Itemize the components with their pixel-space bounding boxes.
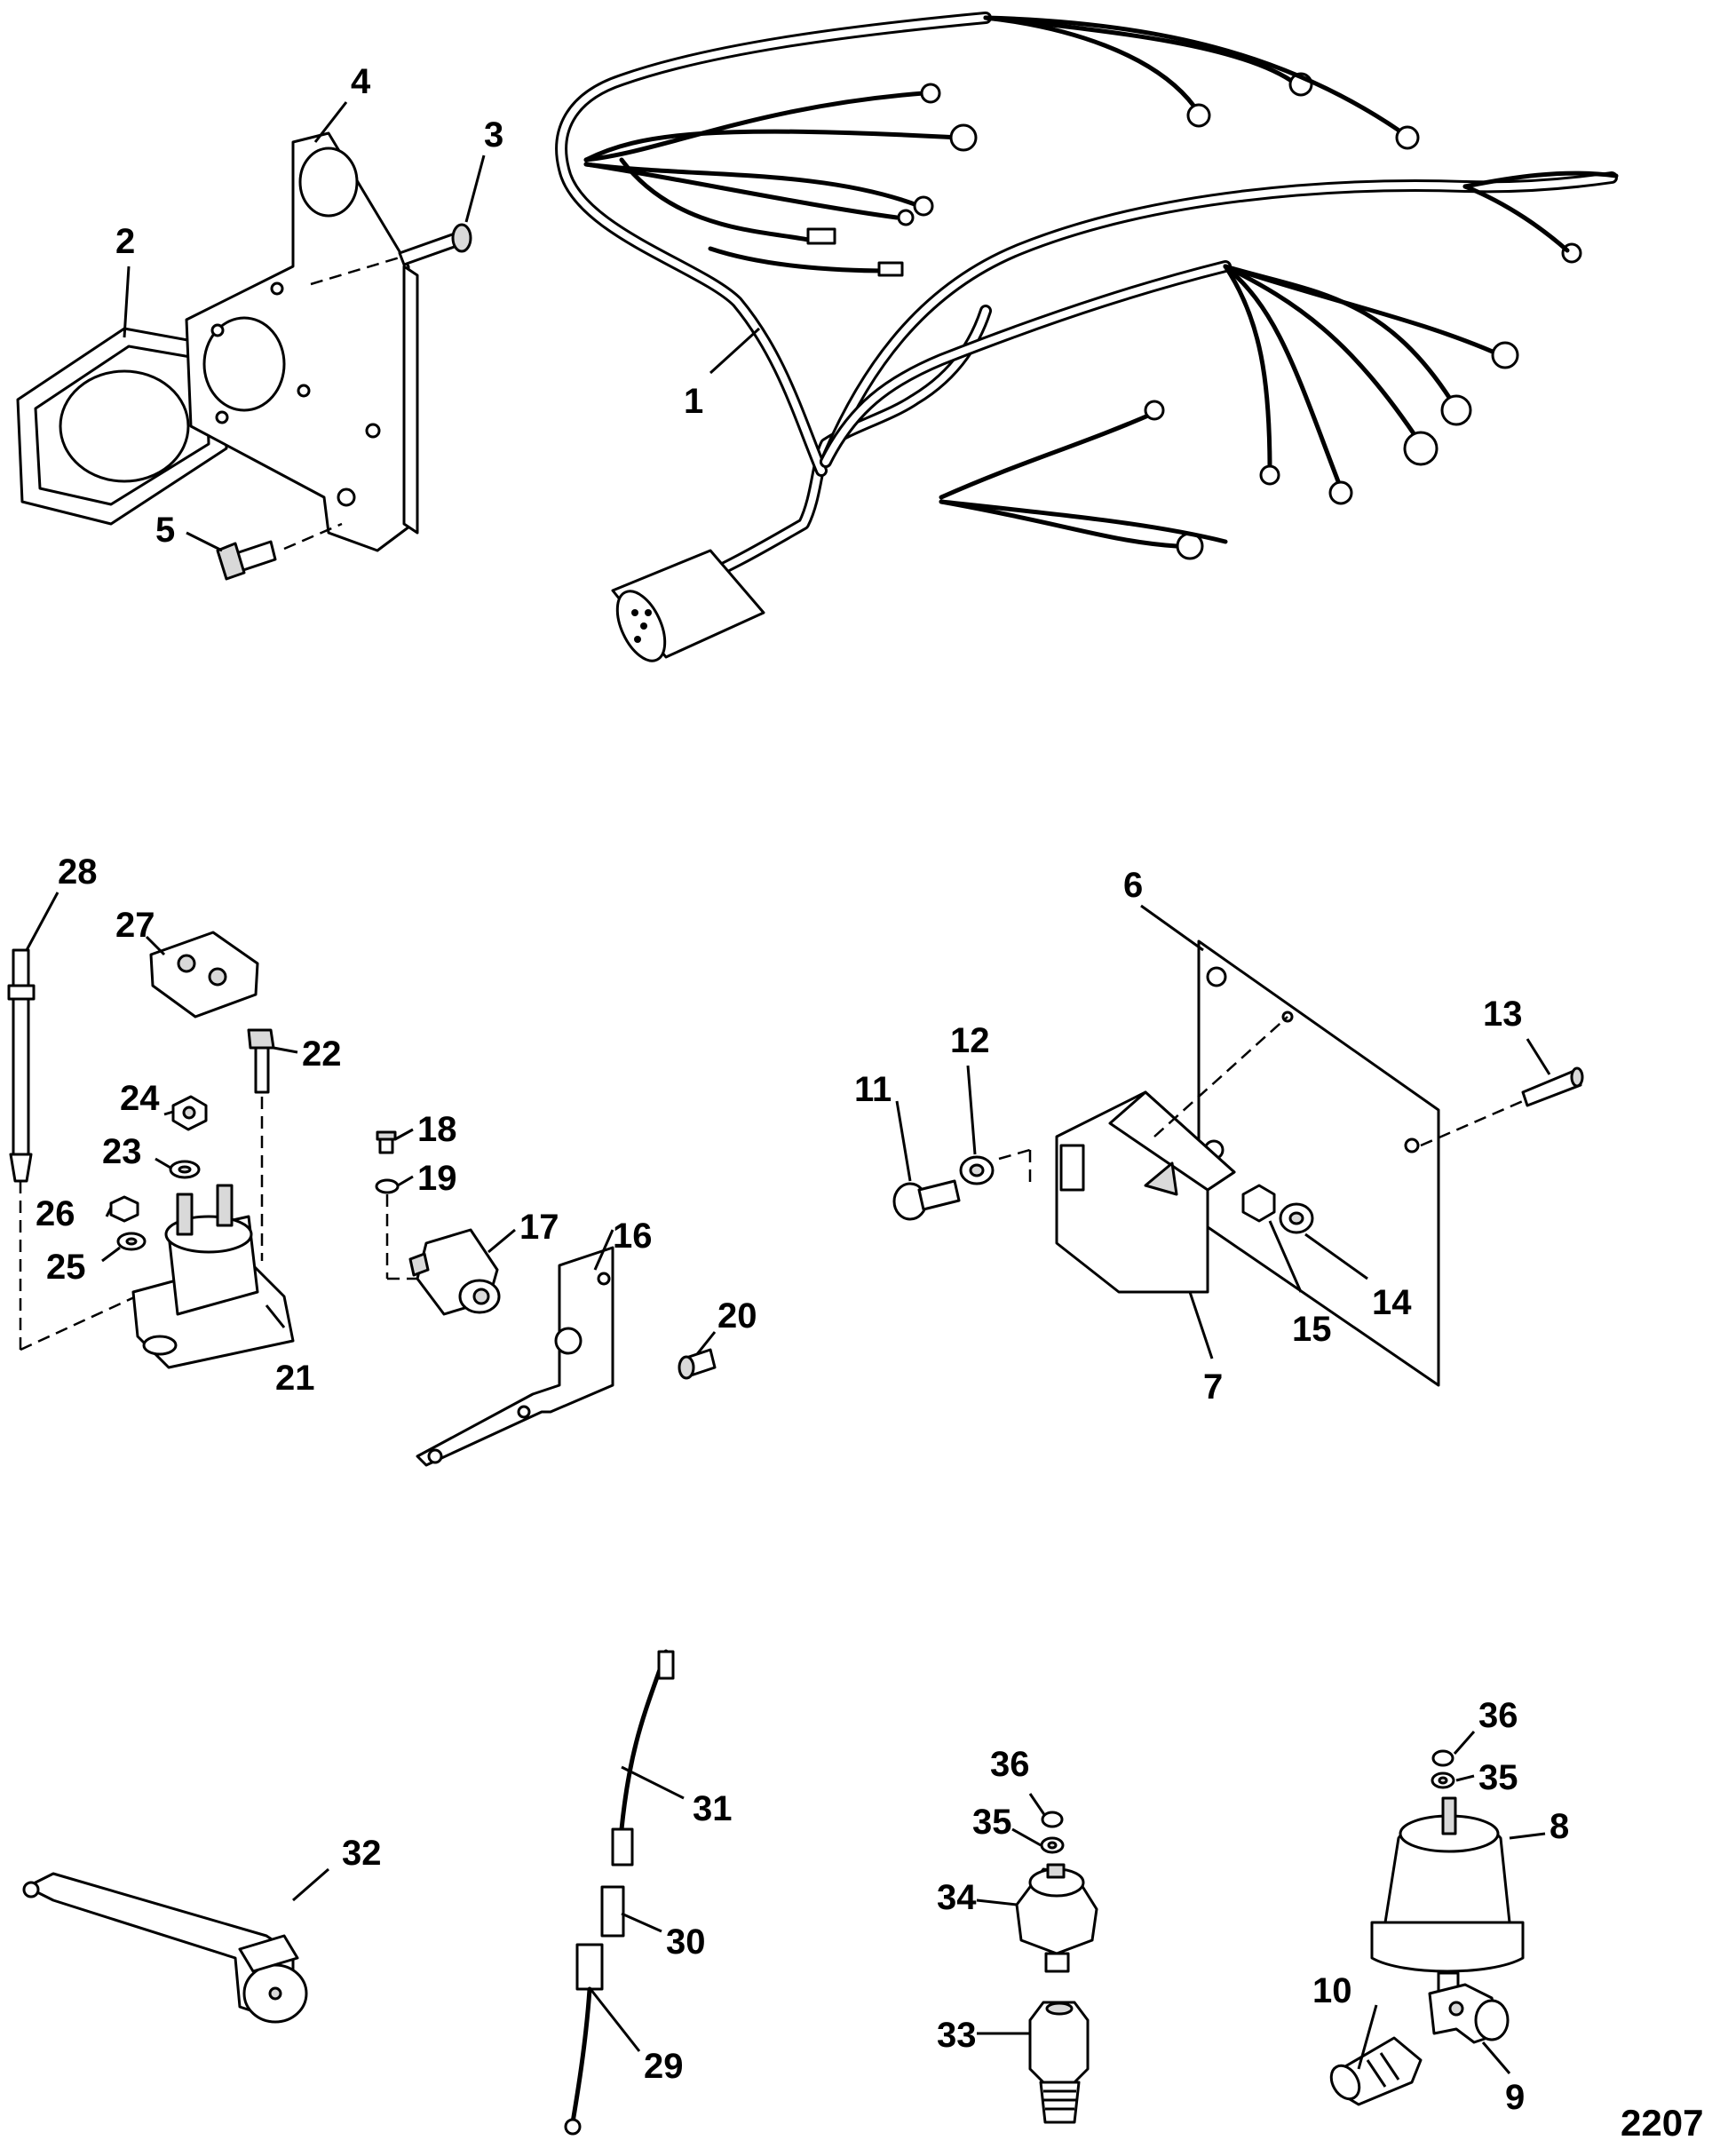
callout-labels: 1 2 3 4 5 6 7 8 9 10 11 12 13 14 15 16 1…	[36, 62, 1703, 2144]
callout-31: 31	[693, 1789, 733, 1828]
callout-19: 19	[417, 1159, 457, 1198]
callout-4: 4	[351, 62, 371, 101]
callout-35-left: 35	[972, 1803, 1012, 1842]
callout-11: 11	[854, 1070, 892, 1109]
callout-27: 27	[115, 906, 155, 945]
sender-part-8	[1370, 1796, 1525, 1993]
callout-34: 34	[937, 1878, 977, 1917]
callout-8: 8	[1550, 1807, 1569, 1846]
washer-part-14	[1279, 1202, 1314, 1234]
screw-part-18	[376, 1130, 397, 1154]
callout-18: 18	[417, 1110, 457, 1149]
callout-10: 10	[1312, 1971, 1352, 2010]
nut-part-36-right	[1431, 1749, 1454, 1767]
callout-28: 28	[58, 852, 98, 892]
callout-30: 30	[666, 1922, 706, 1962]
callout-25: 25	[46, 1248, 86, 1287]
callout-2: 2	[115, 222, 135, 261]
bracket-part-16	[416, 1246, 614, 1467]
spacer-part-13	[1521, 1066, 1584, 1107]
callout-26: 26	[36, 1194, 75, 1233]
bracket-part-32	[22, 1872, 308, 2024]
callout-5: 5	[155, 511, 175, 550]
spring-part-30	[600, 1885, 625, 1938]
sensor-part-17	[408, 1228, 501, 1316]
bolt-part-5	[216, 540, 277, 581]
stud-part-28	[7, 948, 36, 1183]
leader-lines	[25, 101, 1551, 2074]
callout-3: 3	[484, 115, 503, 155]
screw-part-20	[678, 1348, 717, 1380]
solenoid-part-21	[131, 1184, 295, 1369]
figure-number: 2207	[1621, 2102, 1703, 2144]
nut-part-15	[1241, 1184, 1276, 1223]
callout-17: 17	[519, 1208, 559, 1247]
callout-21: 21	[275, 1359, 315, 1398]
fitting-part-10	[1329, 2036, 1423, 2106]
washer-part-19	[375, 1178, 400, 1194]
screw-part-3	[398, 223, 472, 266]
callout-1: 1	[684, 382, 703, 421]
callout-6: 6	[1123, 866, 1143, 905]
electronic-module-part-7	[1055, 1090, 1236, 1294]
callout-24: 24	[120, 1079, 160, 1118]
callout-16: 16	[613, 1217, 653, 1256]
callout-29: 29	[644, 2047, 684, 2086]
washer-part-35-right	[1431, 1772, 1455, 1789]
callout-15: 15	[1292, 1310, 1332, 1349]
callout-23: 23	[102, 1132, 142, 1171]
washer-part-12	[959, 1155, 995, 1185]
callout-12: 12	[950, 1021, 990, 1060]
nut-part-26	[109, 1195, 139, 1223]
washer-part-35-left	[1040, 1836, 1065, 1854]
terminal-block-part-27	[149, 931, 259, 1019]
wiring-harness	[555, 12, 1619, 662]
callout-36-right: 36	[1478, 1696, 1518, 1735]
washer-part-23	[169, 1160, 201, 1179]
callout-13: 13	[1483, 995, 1523, 1034]
callout-36-left: 36	[990, 1745, 1030, 1784]
callout-9: 9	[1505, 2078, 1525, 2117]
screw-part-11	[892, 1179, 961, 1221]
sender-lead-part-31	[611, 1649, 675, 1867]
mounting-bracket-part-4	[185, 131, 419, 552]
callout-32: 32	[342, 1834, 382, 1873]
callout-35-right: 35	[1478, 1758, 1518, 1797]
callout-20: 20	[717, 1296, 757, 1336]
harness-connector-plug	[611, 549, 765, 662]
sender-lead-part-29	[564, 1943, 604, 2136]
adapter-part-33	[1028, 2001, 1090, 2124]
tee-fitting-part-9	[1428, 1983, 1510, 2044]
nut-part-36-left	[1041, 1811, 1064, 1828]
callout-22: 22	[302, 1034, 342, 1074]
callout-14: 14	[1372, 1283, 1412, 1322]
callout-7: 7	[1203, 1367, 1223, 1407]
callout-33: 33	[937, 2016, 977, 2055]
washer-part-25	[116, 1232, 147, 1251]
screw-part-22	[247, 1028, 275, 1094]
nut-part-24	[171, 1095, 208, 1131]
harness-ring-terminals	[583, 15, 1619, 560]
pressure-switch-part-34	[1015, 1863, 1098, 1973]
